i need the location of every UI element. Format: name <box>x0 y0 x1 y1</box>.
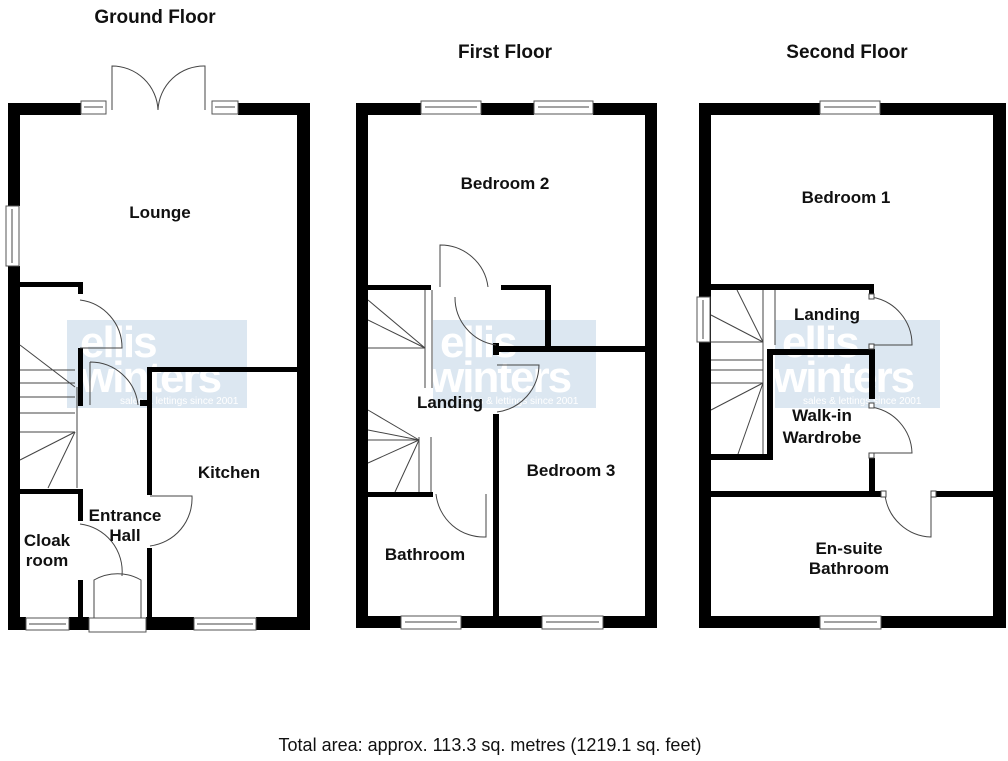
room-label-entrance-hall-line2: Hall <box>109 526 140 545</box>
doors <box>868 293 937 538</box>
doors <box>435 244 540 538</box>
doors <box>79 65 206 633</box>
room-label-bedroom-1: Bedroom 1 <box>802 188 891 207</box>
room-label-cloakroom-line2: room <box>26 551 69 570</box>
room-label-landing: Landing <box>417 393 483 412</box>
room-label-lounge: Lounge <box>129 203 190 222</box>
interior-walls <box>20 282 297 620</box>
interior-walls <box>368 285 645 620</box>
svg-text:winters: winters <box>772 353 914 402</box>
svg-text:sales & lettings since 2001: sales & lettings since 2001 <box>803 396 922 407</box>
room-label-bathroom: Bathroom <box>385 545 465 564</box>
room-label-cloakroom-line1: Cloak <box>24 531 71 550</box>
watermark: ellis winters sales & lettings since 200… <box>67 318 247 408</box>
exterior-walls <box>356 103 657 628</box>
room-label-walk-in-wardrobe-line1: Walk-in <box>792 406 852 425</box>
ground-floor-title: Ground Floor <box>94 7 216 28</box>
ground-floor-plan: Ground Floor ellis winters sales & letti… <box>5 7 310 633</box>
svg-text:ellis: ellis <box>440 318 516 367</box>
total-area-caption: Total area: approx. 113.3 sq. metres (12… <box>279 735 702 755</box>
room-label-walk-in-wardrobe-line2: Wardrobe <box>783 428 862 447</box>
staircase <box>19 344 78 489</box>
room-label-ensuite-bathroom-line1: En-suite <box>815 539 882 558</box>
interior-walls <box>711 284 993 497</box>
windows <box>696 100 882 630</box>
room-label-landing: Landing <box>794 305 860 324</box>
exterior-walls <box>8 103 310 630</box>
svg-text:sales & lettings since 2001: sales & lettings since 2001 <box>460 396 579 407</box>
room-label-kitchen: Kitchen <box>198 463 260 482</box>
staircase <box>710 289 776 455</box>
staircase <box>367 290 433 493</box>
first-floor-plan: First Floor ellis winters sales & lettin… <box>356 42 657 630</box>
svg-text:ellis: ellis <box>782 318 858 367</box>
room-label-bedroom-2: Bedroom 2 <box>461 174 550 193</box>
svg-text:ellis: ellis <box>80 318 156 367</box>
windows <box>5 100 257 631</box>
room-label-ensuite-bathroom-line2: Bathroom <box>809 559 889 578</box>
windows <box>400 100 604 630</box>
first-floor-title: First Floor <box>458 42 553 63</box>
svg-text:winters: winters <box>429 353 571 402</box>
room-label-bedroom-3: Bedroom 3 <box>527 461 616 480</box>
room-label-entrance-hall-line1: Entrance <box>89 506 162 525</box>
watermark: ellis winters sales & lettings since 200… <box>772 318 940 408</box>
second-floor-plan: Second Floor ellis winters sales & letti… <box>696 42 1006 630</box>
watermark: ellis winters sales & lettings since 200… <box>429 318 596 408</box>
second-floor-title: Second Floor <box>786 42 908 63</box>
exterior-walls <box>699 103 1006 628</box>
svg-text:sales & lettings since 2001: sales & lettings since 2001 <box>120 396 239 407</box>
